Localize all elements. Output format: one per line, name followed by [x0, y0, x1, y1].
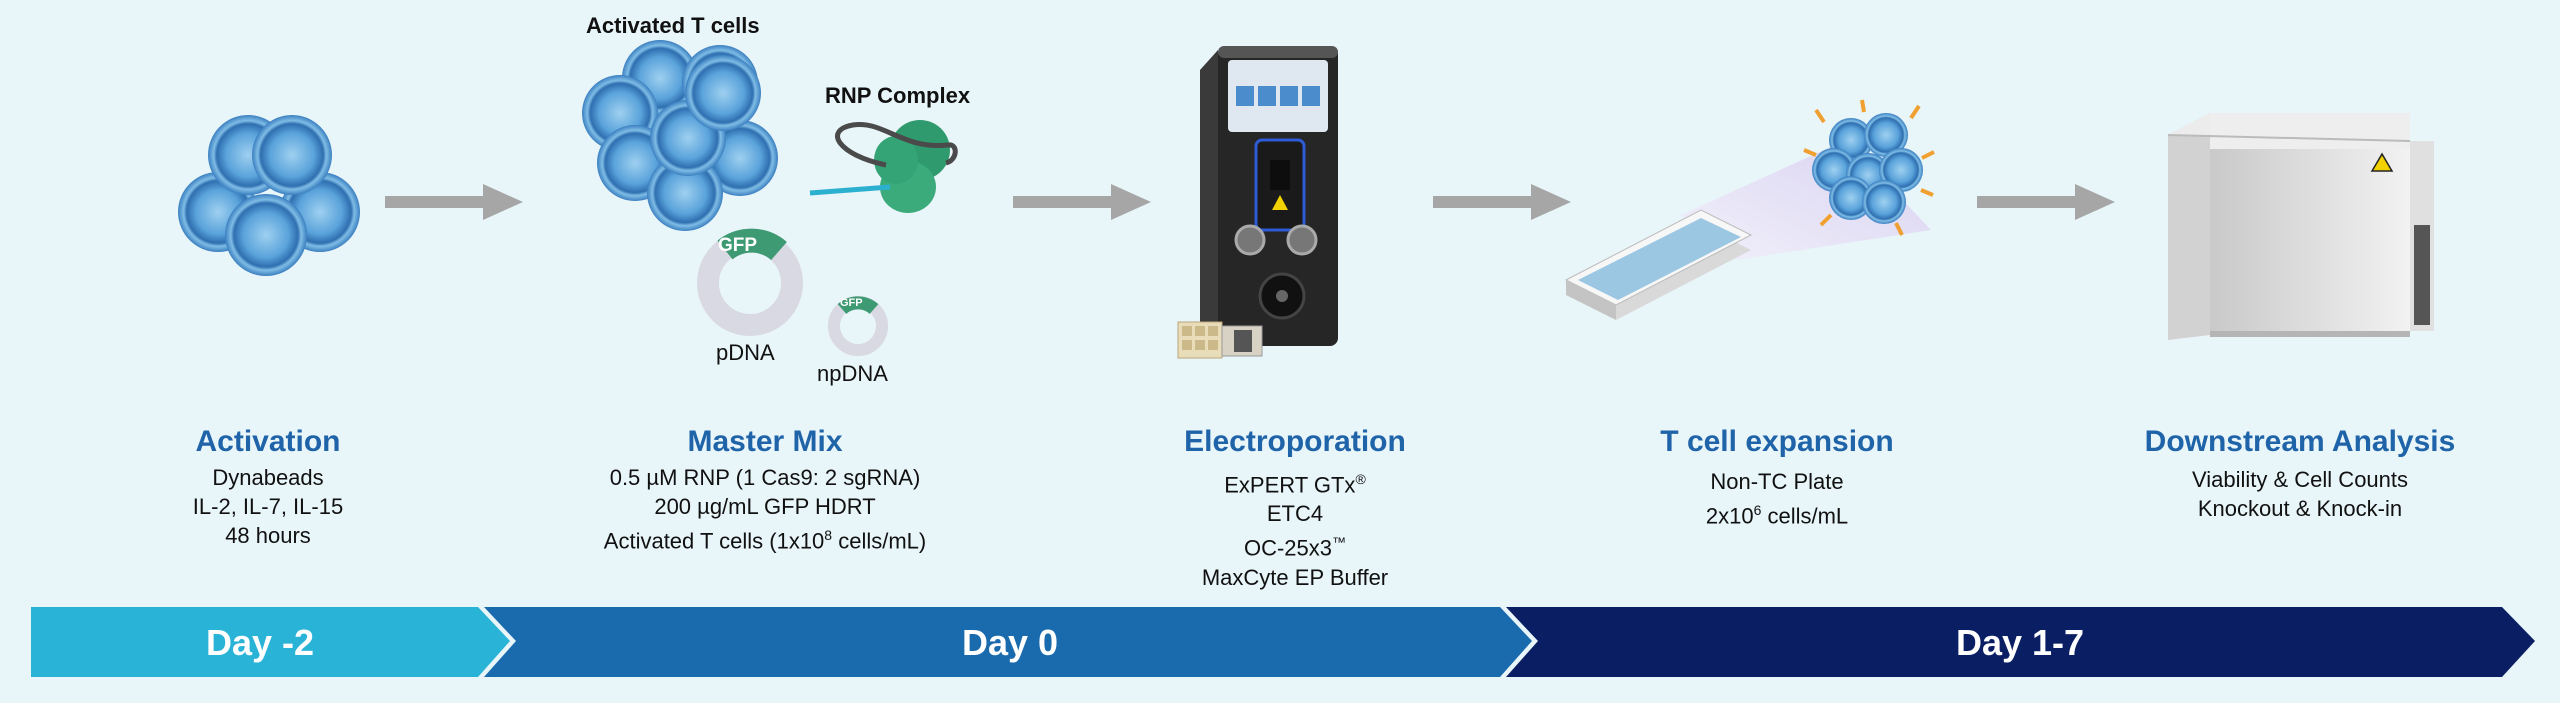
timeline-label-day-0: Day 0: [961, 622, 1059, 663]
timeline-segment-day-0: [484, 607, 1532, 677]
arrow-icon: [1013, 184, 1151, 220]
activated-t-cells-label: Activated T cells: [586, 13, 760, 38]
master-mix-detail-line: 0.5 µM RNP (1 Cas9: 2 sgRNA): [609, 465, 921, 490]
electroporation-title: Electroporation: [1184, 425, 1406, 458]
expansion-detail-line: 2x106 cells/mL: [1705, 502, 1849, 529]
rnp-complex-icon: [809, 120, 958, 213]
electroporation-detail-line: ETC4: [1266, 501, 1324, 527]
downstream-detail-line: Knockout & Knock-in: [2197, 496, 2403, 521]
rnp-complex-label: RNP Complex: [825, 83, 971, 108]
electroporation-details: ExPERT GTx® ETC4 OC-25x3™ MaxCyte EP Buf…: [1145, 465, 1445, 592]
activation-detail-line: 48 hours: [225, 523, 311, 548]
activation-cell-cluster: [178, 115, 360, 276]
timeline-band: [31, 607, 2535, 677]
npdna-plasmid-icon: [828, 296, 888, 356]
master-mix-detail-line: Activated T cells (1x108 cells/mL): [603, 527, 927, 554]
electroporation-detail-line: ExPERT GTx®: [1224, 471, 1366, 498]
pdna-plasmid-icon: [697, 228, 803, 336]
master-mix-details: 0.5 µM RNP (1 Cas9: 2 sgRNA) 200 µg/mL G…: [565, 463, 965, 555]
electroporation-device-image: [1177, 46, 1338, 359]
analyzer-instrument-image: [2167, 113, 2434, 340]
activation-details: Dynabeads IL-2, IL-7, IL-15 48 hours: [143, 463, 393, 550]
expansion-title: T cell expansion: [1660, 425, 1894, 458]
expansion-plate-image: [1564, 99, 1935, 320]
downstream-detail-line: Viability & Cell Counts: [2191, 467, 2409, 492]
timeline-label-day-1-7: Day 1-7: [1955, 622, 2085, 663]
activation-title: Activation: [195, 425, 341, 458]
arrow-icon: [1977, 184, 2115, 220]
arrow-icon: [1433, 184, 1571, 220]
activation-detail-line: IL-2, IL-7, IL-15: [192, 494, 344, 519]
expansion-details: Non-TC Plate 2x106 cells/mL: [1627, 467, 1927, 530]
timeline-label-day-minus-2: Day -2: [205, 622, 315, 663]
activated-t-cell-cluster: [582, 40, 778, 231]
downstream-details: Viability & Cell Counts Knockout & Knock…: [2110, 465, 2490, 523]
timeline-segment-day-1-7: [1506, 607, 2535, 677]
gfp-label-small: GFP: [840, 297, 863, 309]
gfp-label-large: GFP: [718, 235, 758, 256]
activation-detail-line: Dynabeads: [212, 465, 324, 490]
master-mix-detail-line: 200 µg/mL GFP HDRT: [654, 494, 876, 519]
expansion-detail-line: Non-TC Plate: [1710, 469, 1844, 494]
electroporation-detail-line: OC-25x3™: [1243, 534, 1347, 561]
downstream-title: Downstream Analysis: [2144, 425, 2456, 458]
timeline-segment-day-minus-2: [31, 607, 510, 677]
electroporation-detail-line: MaxCyte EP Buffer: [1201, 564, 1389, 590]
master-mix-title: Master Mix: [687, 425, 843, 458]
arrow-icon: [385, 184, 523, 220]
pdna-label: pDNA: [716, 340, 775, 365]
npdna-label: npDNA: [817, 361, 888, 386]
